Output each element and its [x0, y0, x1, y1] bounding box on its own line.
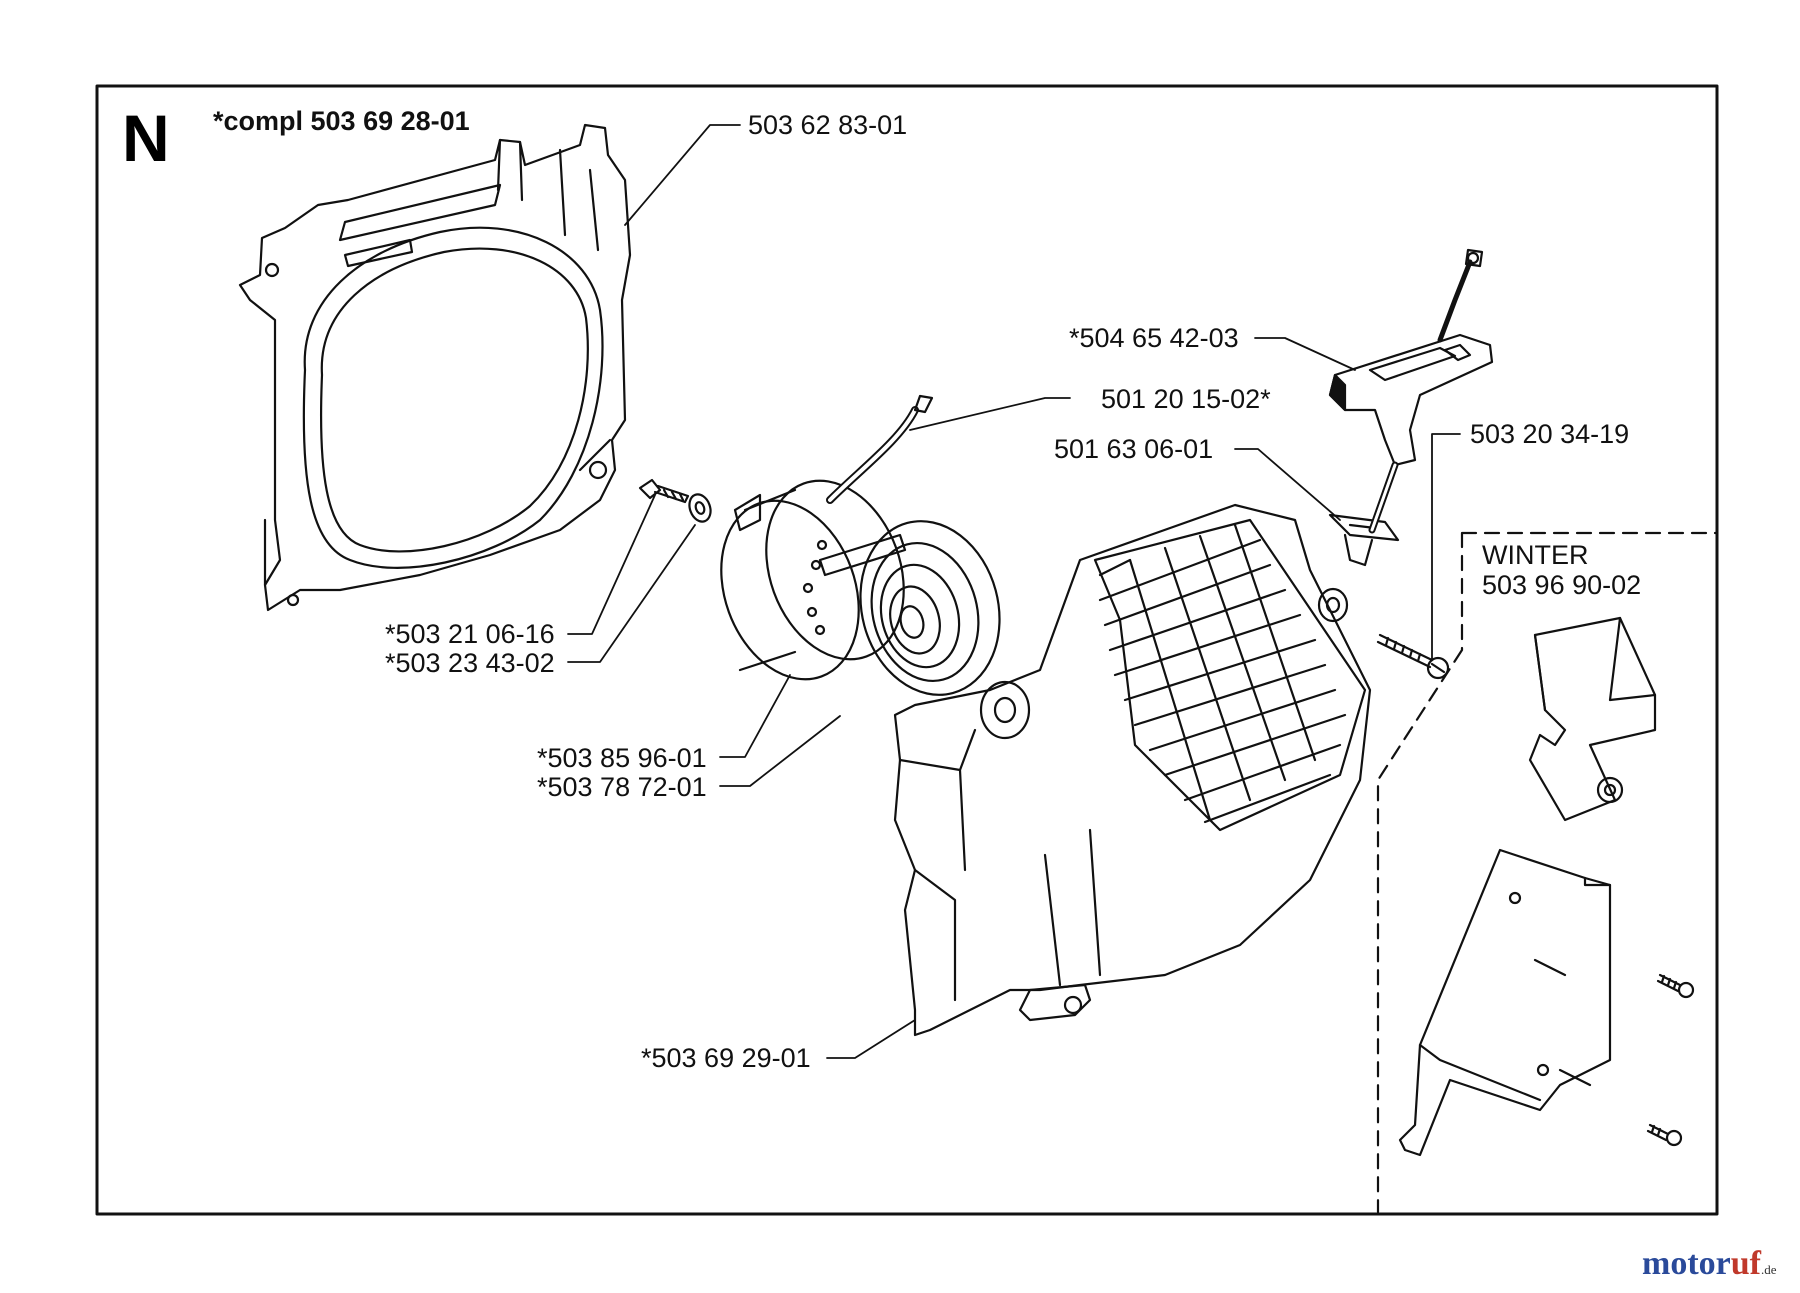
screw-and-washer — [638, 478, 712, 523]
part-label-spring: *503 78 72-01 — [537, 772, 707, 802]
part-label-fan-housing: 503 62 83-01 — [748, 110, 908, 140]
starter-handle — [1328, 248, 1494, 534]
cover-screw — [1376, 633, 1450, 680]
winter-screws — [1646, 973, 1695, 1147]
diagram-frame — [95, 84, 1719, 1216]
winter-divider — [1376, 531, 1718, 1214]
winter-kit-part-no: 503 96 90-02 — [1482, 570, 1642, 600]
part-label-handle-screw: 503 20 34-19 — [1470, 419, 1630, 449]
fan-housing — [238, 123, 632, 612]
watermark-tld: .de — [1760, 1262, 1777, 1277]
winter-shutter — [1528, 616, 1657, 822]
winter-plate — [1398, 848, 1612, 1157]
rope-bushing — [1328, 513, 1400, 567]
part-label-washer: *503 23 43-02 — [385, 648, 555, 678]
part-label-pulley: *503 85 96-01 — [537, 743, 707, 773]
part-label-handle: *504 65 42-03 — [1069, 323, 1239, 353]
part-label-bushing: 501 63 06-01 — [1054, 434, 1214, 464]
starter-cover — [893, 503, 1372, 1037]
pulley — [720, 479, 905, 681]
part-label-screw: *503 21 06-16 — [385, 619, 555, 649]
recoil-spring — [818, 520, 1001, 696]
leader-lines — [567, 124, 1461, 1059]
winter-kit-title: WINTER — [1482, 540, 1589, 570]
watermark-logo: motoruf.de — [1642, 1245, 1777, 1283]
watermark-uf: uf — [1730, 1245, 1761, 1282]
complete-kit-label: *compl 503 69 28-01 — [213, 106, 470, 136]
section-letter: N — [122, 101, 170, 175]
part-label-starter-cover: *503 69 29-01 — [641, 1043, 811, 1073]
watermark-motor: motor — [1642, 1245, 1731, 1282]
starter-rope — [826, 394, 934, 504]
part-label-rope: 501 20 15-02* — [1101, 384, 1271, 414]
